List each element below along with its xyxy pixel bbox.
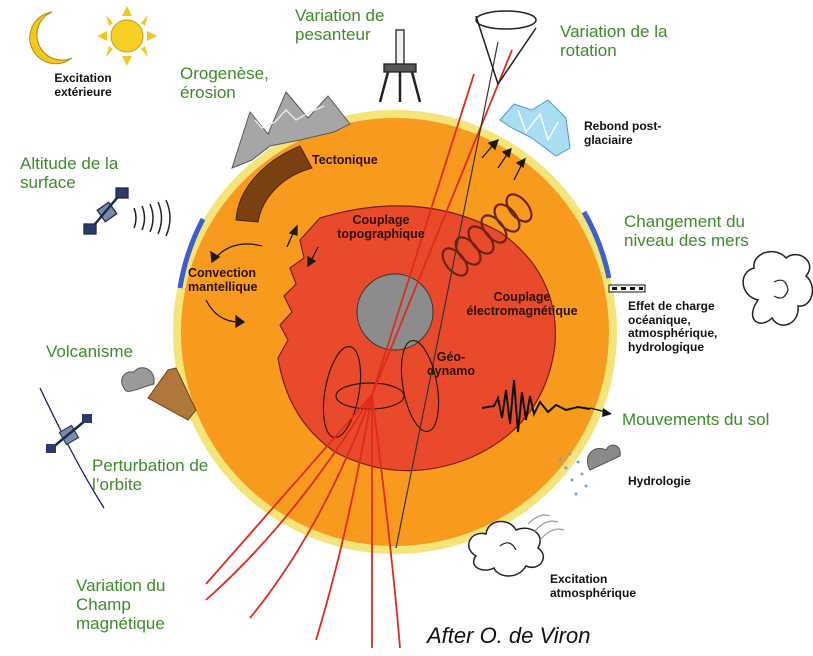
rotation-label: Variation de la rotation: [560, 22, 700, 60]
excitation-exterieure-label: Excitation extérieure: [50, 72, 116, 99]
altitude-label: Altitude de la surface: [20, 154, 150, 192]
hydrologie-label: Hydrologie: [628, 475, 691, 489]
rotation-cone-icon: [476, 11, 536, 84]
rebond-label: Rebond post-glaciaire: [584, 120, 694, 147]
volcanisme-label: Volcanisme: [46, 342, 133, 361]
radar-waves: [134, 200, 170, 236]
credit-text: After O. de Viron: [427, 624, 590, 649]
orbite-label: Perturbation de l’orbite: [92, 456, 212, 494]
orogenese-label: Orogenèse, érosion: [180, 64, 290, 102]
effet-charge-label: Effet de charge océanique, atmosphérique…: [628, 300, 746, 354]
load-indicator: [609, 285, 645, 292]
excitation-atmospherique-label: Excitation atmosphérique: [550, 573, 660, 600]
satellite-icon: [84, 188, 128, 234]
pesanteur-label: Variation de pesanteur: [295, 6, 405, 44]
convection-label: Convection mantellique: [188, 266, 278, 294]
champ-magnetique-label: Variation du Champ magnétique: [76, 576, 216, 634]
mouvements-sol-label: Mouvements du sol: [622, 410, 769, 429]
couplage-em-label: Couplage électromagnétique: [452, 290, 592, 318]
couplage-topo-label: Couplage topographique: [326, 213, 436, 241]
geodynamo-label: Géo- dynamo: [418, 350, 484, 378]
weather-cloud-icon: [743, 252, 812, 325]
sun-icon: [97, 6, 157, 66]
moon-icon: [30, 12, 72, 64]
niveau-mers-label: Changement du niveau des mers: [624, 212, 784, 250]
tectonique-label: Tectonique: [312, 153, 378, 167]
